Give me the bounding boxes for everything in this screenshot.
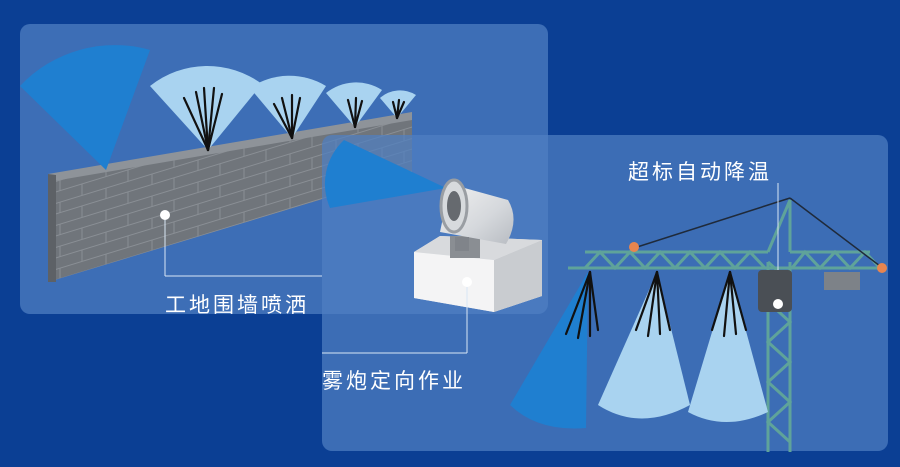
crane-spray-3 <box>688 272 768 422</box>
crane-spray-1 <box>510 272 588 429</box>
panel-wall-spray <box>20 24 548 314</box>
crane-nozzles <box>564 270 748 340</box>
tower-crane-label: 超标自动降温 <box>628 160 772 184</box>
spray-fan-3 <box>250 75 326 138</box>
crane-callout-dot <box>773 299 783 309</box>
crane-lamp-right <box>877 263 887 273</box>
wall-spray-label: 工地围墙喷洒 <box>165 293 309 317</box>
crane-lamp-left <box>629 242 639 252</box>
crane-cab <box>758 270 792 312</box>
cannon-callout-dot <box>462 277 472 287</box>
spray-fan-1 <box>20 45 150 171</box>
cannon-callout <box>322 277 472 354</box>
tower-crane <box>510 183 887 452</box>
panel-cannon-crane <box>322 135 888 452</box>
crane-spray-cones <box>510 272 768 429</box>
fog-cannon-label: 雾炮定向作业 <box>322 369 466 393</box>
wall-callout <box>160 210 322 277</box>
cannon-spray <box>324 140 446 208</box>
wall-nozzles <box>182 86 406 152</box>
crane-counterweight <box>824 272 860 290</box>
brick-wall <box>48 112 412 282</box>
wall-callout-dot <box>160 210 170 220</box>
fog-cannon <box>324 140 542 312</box>
crane-spray-2 <box>598 272 690 419</box>
spray-fan-4 <box>326 82 382 127</box>
